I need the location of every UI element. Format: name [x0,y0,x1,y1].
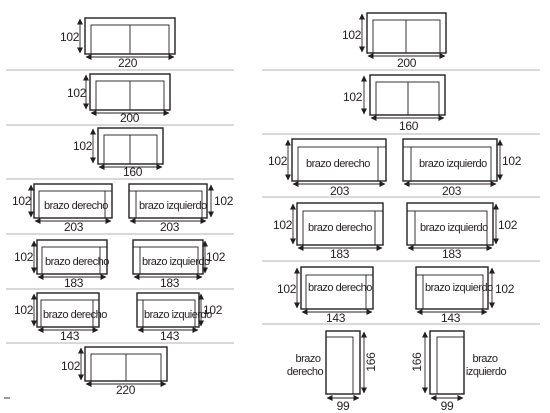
arm-label: brazo derecho [45,256,109,268]
width-label: 220 [116,383,136,397]
depth-label: 102 [61,359,81,373]
depth-label: 102 [273,218,293,232]
arm-label: brazo izquierdo [419,158,487,170]
arm-label: brazo izquierdo [144,309,212,321]
width-label: 183 [442,247,462,261]
depth-label: 102 [203,303,223,317]
sofa-203-right-arm-right: 102 brazo derecho 203 [268,138,387,198]
chaise-module-right-arm: 166 brazo derecho 99 [287,330,378,413]
sofa-200-right: 102 200 [342,12,447,70]
depth-label: 102 [495,282,515,296]
arm-label-line2: derecho [287,366,324,378]
sofa-143-right-arm-right: 102 brazo derecho 143 [277,266,374,325]
depth-label: 102 [214,194,234,208]
depth-label: 102 [502,154,522,168]
arm-label: brazo izquierdo [142,256,210,268]
width-label: 143 [160,329,180,343]
sofa-183-left-arm-left: 102 brazo izquierdo 183 [132,239,226,290]
sofa-203-left-arm-left: 102 brazo izquierdo 203 [128,183,234,234]
width-label: 143 [441,311,461,325]
length-label: 166 [410,352,424,372]
sofa-160-right: 102 160 [343,74,446,133]
sofa-183-left-arm-right: 102 brazo izquierdo 183 [406,202,518,261]
width-label: 200 [397,56,417,70]
depth-label: 102 [343,90,363,104]
width-label: 200 [120,111,140,125]
arm-label-line2: izquierdo [466,366,507,378]
arm-label-line1: brazo [472,353,497,365]
width-label: 203 [442,184,462,198]
width-label: 183 [330,247,350,261]
sofa-183-right-arm-left: 102 brazo derecho 183 [14,239,110,290]
sofa-203-right-arm-left: 102 brazo derecho 203 [12,183,113,234]
sofa-200-left: 102 200 [67,73,171,125]
sofa-143-left-arm-left: 102 brazo izquierdo 143 [136,292,223,343]
width-label: 183 [160,276,180,290]
width-label: 203 [160,220,180,234]
width-label: 203 [64,220,84,234]
arm-label: brazo derecho [43,309,107,321]
arm-label: brazo derecho [308,282,372,294]
depth-label: 102 [342,28,362,42]
sofa-160-left: 102 160 [73,127,164,179]
depth-label: 102 [14,303,34,317]
sofa-143-left-arm-right: 102 brazo izquierdo 143 [415,266,515,325]
depth-label: 102 [206,250,226,264]
chaise-module-left-arm: 166 brazo izquierdo 99 [410,330,507,413]
sofa-143-right-arm-left: 102 brazo derecho 143 [14,292,108,343]
width-label: 220 [118,56,138,70]
depth-label: 102 [73,139,93,153]
width-label: 160 [399,119,419,133]
arm-label: brazo izquierdo [420,222,488,234]
sofa-220-top: 102 220 [60,17,176,70]
arm-label: brazo derecho [306,158,370,170]
arm-label: brazo izquierdo [139,200,207,212]
width-label: 99 [441,399,454,413]
depth-label: 102 [498,218,518,232]
depth-label: 102 [12,194,32,208]
width-label: 99 [337,399,350,413]
sofa-203-left-arm-right: 102 brazo izquierdo 203 [402,138,522,198]
width-label: 160 [123,165,143,179]
arm-label: brazo derecho [44,200,108,212]
row-separators [6,69,540,344]
width-label: 203 [330,184,350,198]
arm-label-line1: brazo [295,353,320,365]
arm-label: brazo derecho [308,222,372,234]
sofa-183-right-arm-right: 102 brazo derecho 183 [273,202,384,261]
length-label: 166 [364,352,378,372]
depth-label: 102 [67,86,87,100]
sofa-220-bottom: 102 220 [61,346,168,397]
width-label: 183 [64,276,84,290]
arm-label: brazo izquierdo [425,282,493,294]
depth-label: 102 [268,154,288,168]
width-label: 143 [326,311,346,325]
depth-label: 102 [277,282,297,296]
width-label: 143 [60,329,80,343]
depth-label: 102 [14,250,34,264]
depth-label: 102 [60,30,80,44]
